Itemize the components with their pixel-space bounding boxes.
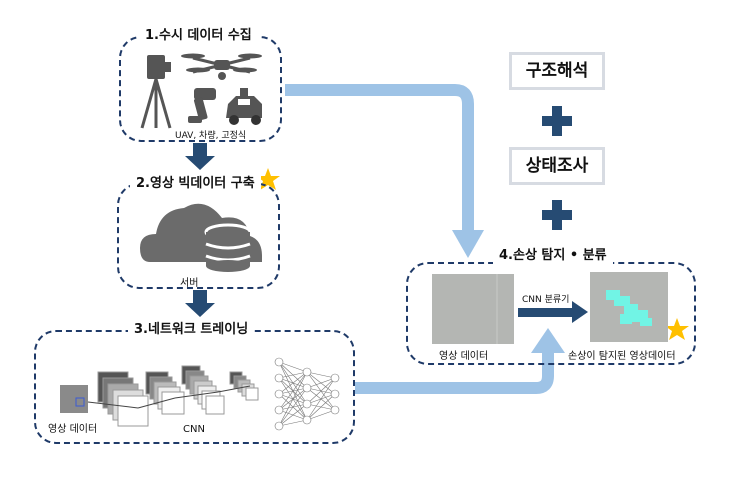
step-collect-box <box>119 36 282 142</box>
training-input-caption: 영상 데이터 <box>48 424 98 435</box>
cnn-feature-maps <box>87 365 259 427</box>
training-input-image <box>60 385 88 413</box>
vehicle-icon <box>226 88 262 125</box>
classifier-label: CNN 분류기 <box>522 295 570 305</box>
damage-overlay <box>606 290 652 326</box>
plus-icon-1 <box>542 106 572 136</box>
step-collect-title: 1.수시 데이터 수집 <box>139 28 258 44</box>
classifier-arrow-head <box>572 301 588 323</box>
flow-arrow-head-detect <box>452 230 484 258</box>
handheld-scanner-icon <box>188 88 216 123</box>
step-bigdata-box <box>117 183 280 289</box>
drone-icon <box>181 53 262 80</box>
down-arrow-1-2 <box>185 143 215 170</box>
flow-arrow-collect-to-detect <box>285 84 474 232</box>
step-bigdata-caption: 서버 <box>180 278 199 289</box>
step-training-title: 3.네트워크 트레이닝 <box>128 322 255 338</box>
detect-input-image <box>432 274 514 344</box>
plus-icon-2 <box>542 200 572 230</box>
flow-arrow-training-to-detect <box>355 350 554 394</box>
step-detect-title: 4.손상 탐지 • 분류 <box>493 248 613 264</box>
detect-input-caption: 영상 데이터 <box>439 351 489 362</box>
structural-analysis-box: 구조해석 <box>509 52 605 90</box>
step-collect-caption: UAV, 차량, 고정식 <box>175 131 247 141</box>
cloud-database-icon <box>140 203 262 272</box>
step-bigdata-title: 2.영상 빅데이터 구축 <box>130 176 261 192</box>
training-cnn-caption: CNN <box>183 424 205 435</box>
flow-arrow-head-detect-2 <box>531 328 565 353</box>
classifier-arrow <box>518 308 574 317</box>
neural-network-icon <box>274 357 340 431</box>
condition-survey-box: 상태조사 <box>509 147 605 185</box>
down-arrow-2-3 <box>185 290 215 317</box>
star-icon <box>665 318 689 340</box>
detect-output-caption: 손상이 탐지된 영상데이터 <box>568 351 676 362</box>
tripod-scanner-icon <box>140 55 172 129</box>
